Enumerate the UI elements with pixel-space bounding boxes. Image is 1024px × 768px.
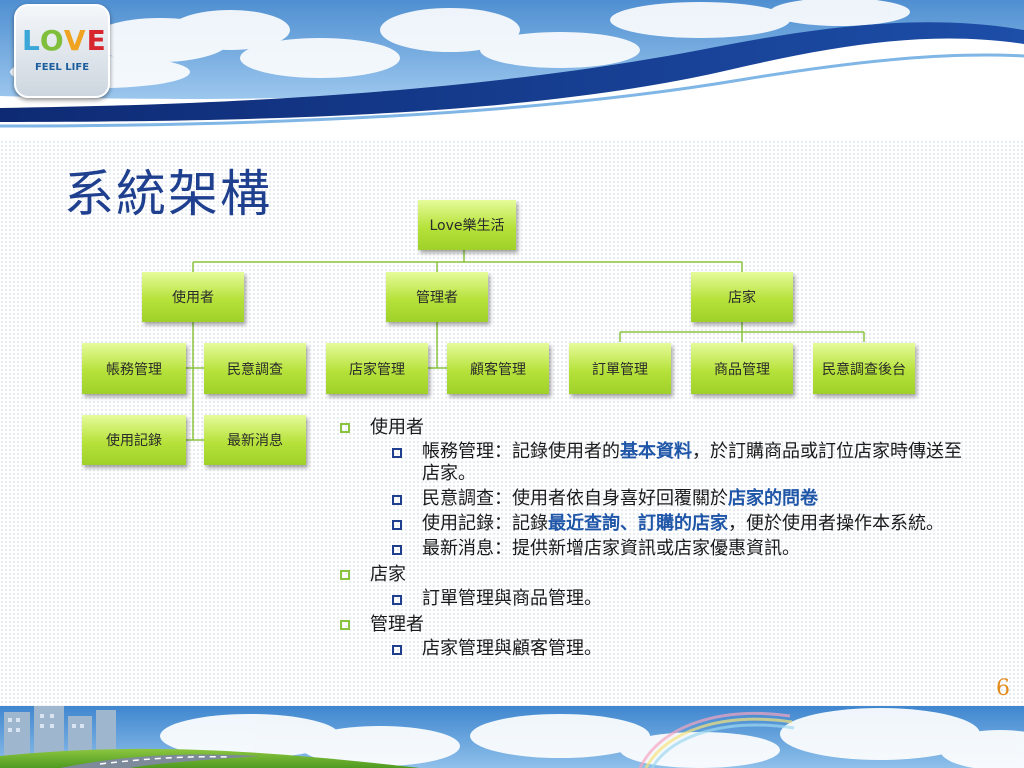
page-number: 6 — [996, 676, 1010, 701]
love-logo: LOVE FEEL LIFE — [14, 4, 110, 98]
org-node-survey-backend: 民意調查後台 — [813, 343, 915, 394]
logo-word: LOVE — [22, 24, 107, 57]
sub-bullet-item: 民意調查：使用者依自身喜好回覆關於店家的問卷 — [338, 488, 978, 510]
highlight-text: 基本資料 — [620, 441, 692, 462]
bullet-item: 店家 — [338, 563, 978, 587]
slide-title: 系統架構 — [64, 165, 272, 223]
highlight-text: 店家的問卷 — [728, 488, 818, 509]
org-node-admin: 管理者 — [386, 272, 488, 322]
square-bullet-icon — [340, 570, 350, 580]
square-bullet-icon — [392, 595, 402, 605]
square-bullet-icon — [340, 620, 350, 630]
square-bullet-icon — [392, 448, 402, 458]
bullet-text: 店家 — [370, 564, 406, 585]
bullet-item: 使用者 — [338, 416, 978, 440]
square-bullet-icon — [392, 545, 402, 555]
org-root-love-life: Love樂生活 — [418, 200, 516, 250]
footer-banner — [0, 706, 1024, 768]
org-node-product-mgmt: 商品管理 — [691, 343, 793, 394]
bullet-item: 管理者 — [338, 613, 978, 637]
square-bullet-icon — [392, 495, 402, 505]
sub-bullet-item: 最新消息：提供新增店家資訊或店家優惠資訊。 — [338, 538, 978, 560]
bullet-text: 最新消息：提供新增店家資訊或店家優惠資訊。 — [422, 538, 800, 559]
org-node-order-mgmt: 訂單管理 — [569, 343, 671, 394]
org-node-news: 最新消息 — [204, 415, 306, 465]
org-node-store-mgmt: 店家管理 — [326, 343, 428, 394]
sub-bullet-item: 使用記錄：記錄最近查詢、訂購的店家，便於使用者操作本系統。 — [338, 513, 978, 535]
org-node-user: 使用者 — [142, 272, 244, 322]
sky-illustration — [0, 0, 1024, 140]
square-bullet-icon — [392, 520, 402, 530]
bullet-text: 使用記錄：記錄 — [422, 513, 548, 534]
org-node-usage-log: 使用記錄 — [82, 415, 186, 465]
bullet-text: 店家管理與顧客管理。 — [422, 638, 602, 659]
bullet-text: 訂單管理與商品管理。 — [422, 588, 602, 609]
sub-bullet-item: 帳務管理：記錄使用者的基本資料，於訂購商品或訂位店家時傳送至店家。 — [338, 441, 978, 485]
square-bullet-icon — [392, 645, 402, 655]
org-node-survey: 民意調查 — [204, 343, 306, 394]
bullet-text: ，於訂購商品或訂位店家時傳送至店家。 — [422, 441, 962, 484]
highlight-text: 最近查詢、訂購的店家 — [548, 513, 728, 534]
header-banner: LOVE FEEL LIFE — [0, 0, 1024, 140]
logo-tagline: FEEL LIFE — [34, 62, 90, 73]
bullet-text: 使用者 — [370, 417, 424, 438]
square-bullet-icon — [340, 423, 350, 433]
bullet-text: 民意調查：使用者依自身喜好回覆關於 — [422, 488, 728, 509]
bullet-text: 帳務管理：記錄使用者的 — [422, 441, 620, 462]
bullet-text: 管理者 — [370, 614, 424, 635]
sub-bullet-item: 店家管理與顧客管理。 — [338, 638, 978, 660]
org-node-customer-mgmt: 顧客管理 — [447, 343, 549, 394]
bullet-text: ，便於使用者操作本系統。 — [728, 513, 944, 534]
org-node-account-mgmt: 帳務管理 — [82, 343, 186, 394]
org-node-store: 店家 — [691, 272, 793, 322]
landscape-illustration — [0, 706, 1024, 768]
sub-bullet-item: 訂單管理與商品管理。 — [338, 588, 978, 610]
bullet-list: 使用者帳務管理：記錄使用者的基本資料，於訂購商品或訂位店家時傳送至店家。民意調查… — [338, 416, 978, 663]
